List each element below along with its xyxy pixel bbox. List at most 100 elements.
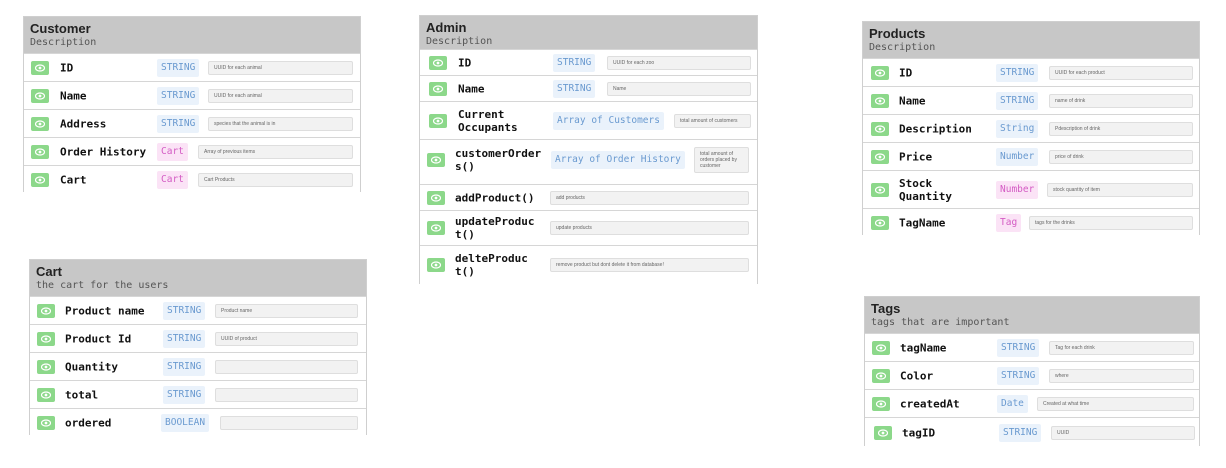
table-description: the cart for the users <box>36 280 169 291</box>
table-row[interactable]: updateProduc t() update products <box>420 210 757 245</box>
eye-icon[interactable] <box>871 215 889 230</box>
table-row[interactable]: delteProduc t() remove product but dont … <box>420 245 757 284</box>
eye-icon[interactable] <box>871 121 889 136</box>
eye-icon[interactable] <box>871 182 889 197</box>
field-name: customerOrder s() <box>455 147 542 173</box>
table-row[interactable]: ID STRING UUID for each zoo <box>420 49 757 75</box>
field-description-box[interactable]: UUID for each product <box>1049 65 1193 80</box>
eye-icon[interactable] <box>427 258 445 272</box>
eye-icon[interactable] <box>429 81 447 96</box>
eye-icon[interactable] <box>31 144 49 159</box>
table-row[interactable]: Name STRING name of drink <box>863 86 1199 114</box>
field-description-box[interactable]: add products <box>550 190 749 205</box>
eye-icon[interactable] <box>871 93 889 108</box>
table-row[interactable]: Current Occupants Array of Customers tot… <box>420 101 757 139</box>
field-description-box[interactable]: tags for the drinks <box>1029 215 1193 230</box>
field-description-box[interactable] <box>220 415 358 430</box>
field-description-box[interactable]: species that the animal is in <box>208 116 353 131</box>
field-type-badge: STRING <box>553 79 596 98</box>
eye-icon[interactable] <box>37 303 55 318</box>
eye-icon[interactable] <box>429 113 447 128</box>
field-description-box[interactable]: where <box>1049 368 1194 383</box>
field-description-box[interactable]: update products <box>550 221 749 235</box>
field-description-box[interactable]: total amount of orders placed by custome… <box>694 147 749 173</box>
table-row[interactable]: Product Id STRING UUID of product <box>30 324 366 352</box>
table-row[interactable]: customerOrder s() Array of Order History… <box>420 139 757 180</box>
field-description-box[interactable]: Array of previous items <box>198 144 353 159</box>
eye-icon[interactable] <box>872 340 890 355</box>
field-description-box[interactable]: UUID for each animal <box>208 60 353 75</box>
field-type-badge: Tag <box>996 213 1022 232</box>
field-description-box[interactable]: stock quantity of item <box>1047 182 1193 197</box>
table-row[interactable]: ID STRING UUID for each animal <box>24 53 360 81</box>
field-description-box[interactable]: Cart Products <box>198 172 353 187</box>
field-name: total <box>65 388 99 401</box>
eye-icon[interactable] <box>872 368 890 383</box>
table-products[interactable]: Products Description ID STRING UUID for … <box>862 21 1200 236</box>
eye-icon[interactable] <box>871 149 889 164</box>
table-row[interactable]: ordered BOOLEAN <box>30 408 366 436</box>
table-row[interactable]: Quantity STRING <box>30 352 366 380</box>
field-description-box[interactable]: name of drink <box>1049 93 1193 108</box>
table-row[interactable]: Description String Pdescription of drink <box>863 114 1199 142</box>
table-row[interactable]: addProduct() add products <box>420 184 757 210</box>
table-row[interactable]: ID STRING UUID for each product <box>863 58 1199 86</box>
field-description-box[interactable]: UUID of product <box>215 331 358 346</box>
field-description-box[interactable]: Created at what time <box>1037 396 1194 411</box>
field-name: ordered <box>65 416 112 429</box>
field-description-box[interactable] <box>215 359 358 374</box>
eye-icon[interactable] <box>31 88 49 103</box>
eye-icon[interactable] <box>427 153 445 167</box>
table-row[interactable]: tagID STRING UUID <box>865 417 1199 447</box>
field-type-badge: STRING <box>163 301 206 320</box>
table-row[interactable]: Address STRING species that the animal i… <box>24 109 360 137</box>
table-row[interactable]: createdAt Date Created at what time <box>865 389 1199 417</box>
table-row[interactable]: TagName Tag tags for the drinks <box>863 208 1199 236</box>
table-row[interactable]: tagName STRING Tag for each drink <box>865 333 1199 361</box>
field-description-box[interactable]: Pdescription of drink <box>1049 121 1193 136</box>
field-description-box[interactable]: UUID for each animal <box>208 88 353 103</box>
table-row[interactable]: Color STRING where <box>865 361 1199 389</box>
table-customer[interactable]: Customer Description ID STRING UUID for … <box>23 16 361 193</box>
eye-icon[interactable] <box>429 55 447 70</box>
eye-icon[interactable] <box>427 221 445 235</box>
table-admin[interactable]: Admin Description ID STRING UUID for eac… <box>419 15 758 284</box>
table-cart[interactable]: Cart the cart for the users Product name… <box>29 259 367 436</box>
table-description: Description <box>869 42 936 53</box>
eye-icon[interactable] <box>874 425 892 440</box>
eye-icon[interactable] <box>31 60 49 75</box>
table-row[interactable]: Product name STRING Product name <box>30 296 366 324</box>
eye-icon[interactable] <box>37 387 55 402</box>
field-description-box[interactable]: Product name <box>215 303 358 318</box>
field-description-box[interactable]: total amount of customers <box>674 113 751 128</box>
field-name: Current Occupants <box>458 107 518 134</box>
eye-icon[interactable] <box>871 65 889 80</box>
table-title: Cart <box>36 264 63 279</box>
eye-icon[interactable] <box>37 331 55 346</box>
field-description-box[interactable] <box>215 387 358 402</box>
field-name: Color <box>900 369 934 382</box>
eye-icon[interactable] <box>37 415 55 430</box>
table-row[interactable]: Cart Cart Cart Products <box>24 165 360 193</box>
table-row[interactable]: Name STRING Name <box>420 75 757 101</box>
field-description-box[interactable]: UUID for each zoo <box>607 55 751 70</box>
table-tags[interactable]: Tags tags that are important tagName STR… <box>864 296 1200 447</box>
field-type-badge: Number <box>996 147 1039 166</box>
table-row[interactable]: Name STRING UUID for each animal <box>24 81 360 109</box>
table-row[interactable]: Price Number price of drink <box>863 142 1199 170</box>
table-row[interactable]: Order History Cart Array of previous ite… <box>24 137 360 165</box>
field-description-box[interactable]: Tag for each drink <box>1049 340 1194 355</box>
eye-icon[interactable] <box>427 190 445 205</box>
field-description-box[interactable]: remove product but dont delete it from d… <box>550 258 749 272</box>
field-description-box[interactable]: UUID <box>1051 425 1195 440</box>
eye-icon[interactable] <box>872 396 890 411</box>
eye-icon[interactable] <box>31 116 49 131</box>
table-row[interactable]: Stock Quantity Number stock quantity of … <box>863 170 1199 208</box>
field-description-box[interactable]: Name <box>607 81 751 96</box>
table-title: Admin <box>426 20 467 35</box>
table-row[interactable]: total STRING <box>30 380 366 408</box>
table-description: tags that are important <box>871 317 1010 328</box>
field-description-box[interactable]: price of drink <box>1049 149 1193 164</box>
eye-icon[interactable] <box>37 359 55 374</box>
eye-icon[interactable] <box>31 172 49 187</box>
